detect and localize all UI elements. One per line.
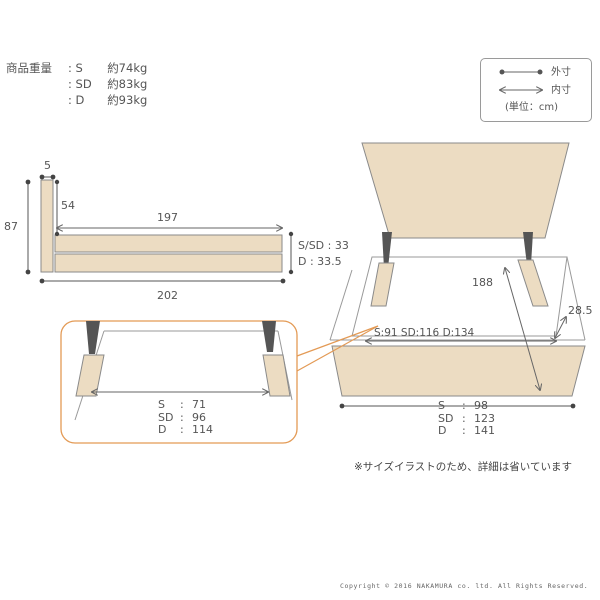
detail-block-right — [262, 354, 291, 397]
detail-width-table: S:71 SD:96 D:114 — [158, 398, 213, 436]
label-frame-height-d: D : 33.5 — [298, 255, 342, 268]
weight-size: D — [75, 93, 85, 107]
size-value: 98 — [474, 399, 488, 412]
dim-outer-width — [339, 403, 576, 409]
storage-view — [329, 142, 586, 409]
legend-inner-label: 内寸 — [551, 85, 571, 96]
size-value: 141 — [474, 424, 495, 437]
size-value: 96 — [192, 410, 206, 424]
size-value: 114 — [192, 423, 213, 436]
size-label: S — [438, 399, 445, 412]
side-block-left — [370, 262, 395, 307]
side-view — [25, 174, 294, 284]
weight-size: SD — [75, 77, 92, 91]
dim-height — [25, 179, 31, 275]
gas-strut-right — [523, 232, 533, 265]
detail-block-left — [75, 354, 105, 397]
dim-storage-depth — [555, 317, 566, 338]
size-label: SD — [438, 411, 454, 425]
lifted-board — [361, 142, 570, 239]
legend-box: 外寸 内寸 (単位：cm) — [480, 58, 592, 122]
detail-strut-left — [86, 321, 100, 354]
weight-label: 商品重量 — [6, 61, 52, 75]
detail-callout — [60, 320, 379, 444]
gas-strut-left — [382, 232, 392, 268]
label-headboard-thickness: 5 — [44, 159, 51, 172]
weight-value: 約83kg — [107, 77, 148, 91]
legend-outer-symbol — [499, 69, 543, 75]
label-outer-length: 202 — [157, 289, 178, 302]
label-storage-depth: 28.5 — [568, 304, 593, 317]
legend-outer-label: 外寸 — [551, 67, 571, 78]
legend-unit-label: (単位：cm) — [505, 102, 559, 113]
weight-row-d: : D 約93kg — [68, 93, 148, 107]
weight-value: 約93kg — [107, 93, 148, 107]
headboard — [40, 179, 54, 273]
size-label: D — [438, 424, 447, 437]
weight-row-s: 商品重量: S 約74kg — [6, 61, 148, 75]
dim-storage-length — [505, 268, 540, 390]
dim-headboard-thickness — [39, 174, 56, 180]
label-storage-length: 188 — [472, 276, 493, 289]
weight-value: 約74kg — [107, 61, 148, 75]
size-label: S — [158, 398, 165, 411]
size-label: SD — [158, 410, 174, 424]
outer-width-table: S:98 SD:123 D:141 — [438, 399, 495, 437]
dim-frame-height — [288, 231, 294, 275]
label-storage-width: S:91 SD:116 D:134 — [374, 327, 475, 339]
detail-frame — [60, 320, 298, 444]
front-panel — [331, 345, 586, 397]
dim-outer-length — [39, 278, 286, 284]
size-label: D — [158, 423, 167, 436]
label-height: 87 — [4, 220, 18, 233]
illustration-note: ※サイズイラストのため、詳細は省いています — [354, 461, 572, 473]
weight-size: S — [75, 61, 83, 75]
label-inner-length: 197 — [157, 211, 178, 224]
label-headboard-inner: 54 — [61, 199, 75, 212]
copyright-text: Copyright © 2016 NAKAMURA co. ltd. All R… — [340, 582, 589, 590]
bed-frame-lower — [54, 253, 283, 273]
size-value: 123 — [474, 411, 495, 425]
detail-strut-right — [262, 321, 276, 352]
bed-frame-upper — [54, 234, 283, 253]
weight-row-sd: : SD 約83kg — [68, 77, 148, 91]
label-frame-height-s-sd: S/SD : 33 — [298, 239, 349, 252]
size-value: 71 — [192, 398, 206, 411]
